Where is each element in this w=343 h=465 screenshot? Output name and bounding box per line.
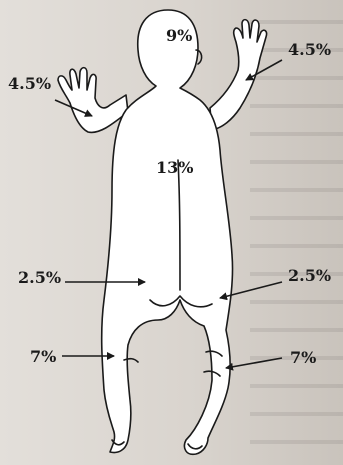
left-arm-outline [58,68,128,133]
label-arm-right: 4.5% [288,40,331,59]
label-trunk: 13% [156,158,193,177]
right-arm-outline [210,20,267,130]
label-leg-left: 7% [30,347,56,366]
body-outline [102,10,233,454]
label-arm-left: 4.5% [8,74,51,93]
label-buttock-left: 2.5% [18,268,61,287]
arrow-leg-right [226,358,282,368]
label-head: 9% [166,26,192,45]
label-leg-right: 7% [290,348,316,367]
label-buttock-right: 2.5% [288,266,331,285]
infant-silhouette [58,10,267,454]
